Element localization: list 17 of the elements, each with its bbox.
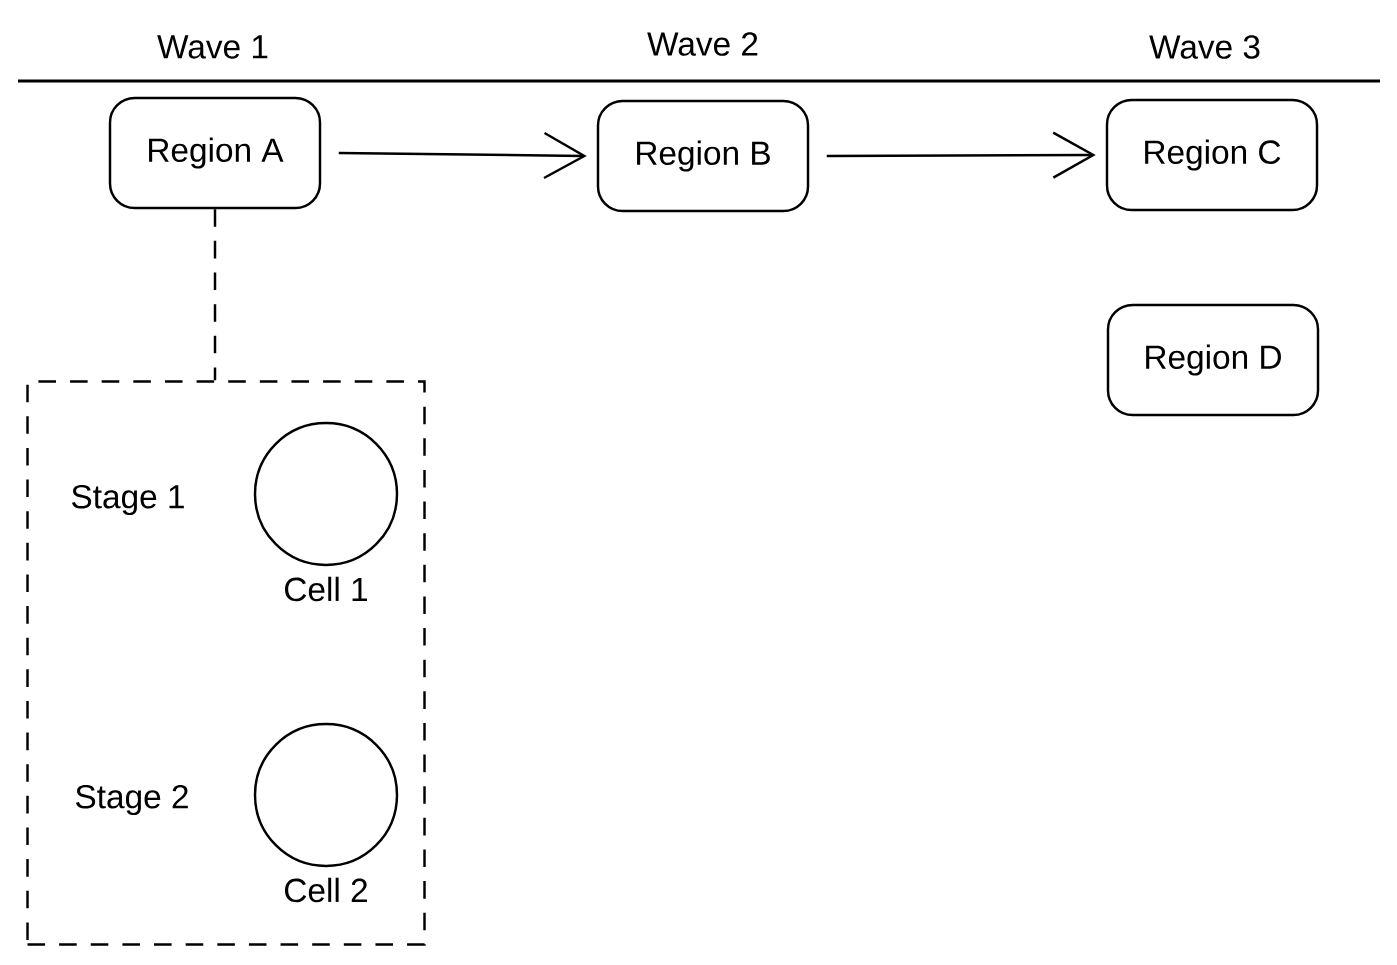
stage-label: Stage 2 [75,784,188,816]
arrow [826,131,1096,179]
wave-label: Wave 3 [1149,35,1260,59]
region-box: Region B [596,99,810,213]
wave-label: Wave 1 [157,35,268,59]
cell-label: Cell 1 [285,576,367,602]
arrow [338,131,587,180]
region-box: Region D [1106,303,1320,417]
region-box: Region A [108,96,322,210]
region-box: Region C [1105,98,1319,212]
circle [253,421,399,567]
connector-line [213,209,217,381]
dashed-group-box [26,380,426,946]
stage-label: Stage 1 [71,484,184,516]
wave-label: Wave 2 [647,32,758,56]
cell-label: Cell 2 [285,877,367,903]
circle [253,722,399,868]
